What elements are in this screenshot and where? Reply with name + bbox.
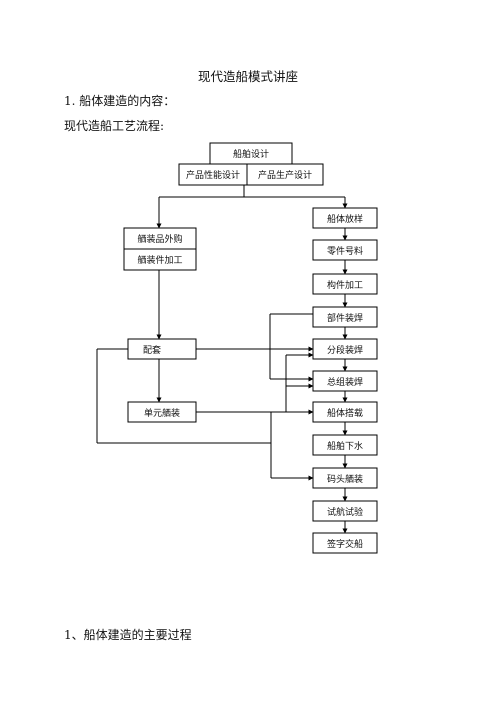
- box-part-assembly-welding-label: 部件装焊: [327, 312, 363, 324]
- box-matching-label: 配套: [143, 344, 161, 356]
- box-signing-delivery-label: 签字交船: [327, 538, 363, 550]
- box-ship-launching: 船舶下水: [312, 434, 378, 456]
- box-component-processing: 构件加工: [312, 273, 378, 295]
- box-part-marking: 零件号料: [312, 239, 378, 261]
- box-sea-trial-label: 试航试验: [327, 506, 363, 518]
- box-unit-outfitting: 单元舾装: [127, 401, 197, 423]
- box-unit-outfitting-label: 单元舾装: [144, 407, 180, 419]
- box-hull-erection: 船体搭载: [312, 401, 378, 423]
- section-heading-process-flow: 现代造船工艺流程:: [64, 119, 165, 133]
- box-outfitting-purchase: 舾装品外购: [123, 227, 197, 250]
- box-quay-outfitting-label: 码头舾装: [327, 473, 363, 485]
- box-grand-assembly-welding-label: 总组装焊: [327, 376, 363, 388]
- box-grand-assembly-welding: 总组装焊: [312, 370, 378, 392]
- box-hull-erection-label: 船体搭载: [327, 407, 363, 419]
- box-matching: 配套: [127, 338, 197, 360]
- box-part-assembly-welding: 部件装焊: [312, 306, 378, 328]
- box-product-performance-design-label: 产品性能设计: [186, 169, 240, 181]
- box-part-marking-label: 零件号料: [327, 245, 363, 257]
- box-hull-lofting: 船体放样: [312, 207, 378, 229]
- box-ship-launching-label: 船舶下水: [327, 440, 363, 452]
- box-sea-trial: 试航试验: [312, 500, 378, 522]
- box-product-production-design-label: 产品生产设计: [258, 169, 312, 181]
- box-hull-lofting-label: 船体放样: [327, 213, 363, 225]
- box-ship-design-label: 船舶设计: [233, 148, 269, 160]
- page-title: 现代造船模式讲座: [197, 69, 298, 84]
- box-product-production-design: 产品生产设计: [246, 163, 324, 186]
- box-signing-delivery: 签字交船: [312, 532, 378, 554]
- box-block-assembly-welding-label: 分段装焊: [327, 344, 363, 356]
- box-outfitting-purchase-label: 舾装品外购: [137, 233, 182, 245]
- flow-connectors: [96, 185, 348, 534]
- box-outfitting-processing-label: 舾装件加工: [137, 254, 182, 266]
- box-outfitting-processing: 舾装件加工: [123, 248, 197, 271]
- box-block-assembly-welding: 分段装焊: [312, 338, 378, 360]
- box-quay-outfitting: 码头舾装: [312, 467, 378, 489]
- box-product-performance-design: 产品性能设计: [178, 163, 248, 186]
- box-ship-design: 船舶设计: [209, 142, 293, 165]
- section-heading-main-process: 1、船体建造的主要过程: [64, 628, 192, 642]
- box-component-processing-label: 构件加工: [327, 279, 363, 291]
- section-heading-hull-content: 1. 船体建造的内容：: [64, 94, 176, 108]
